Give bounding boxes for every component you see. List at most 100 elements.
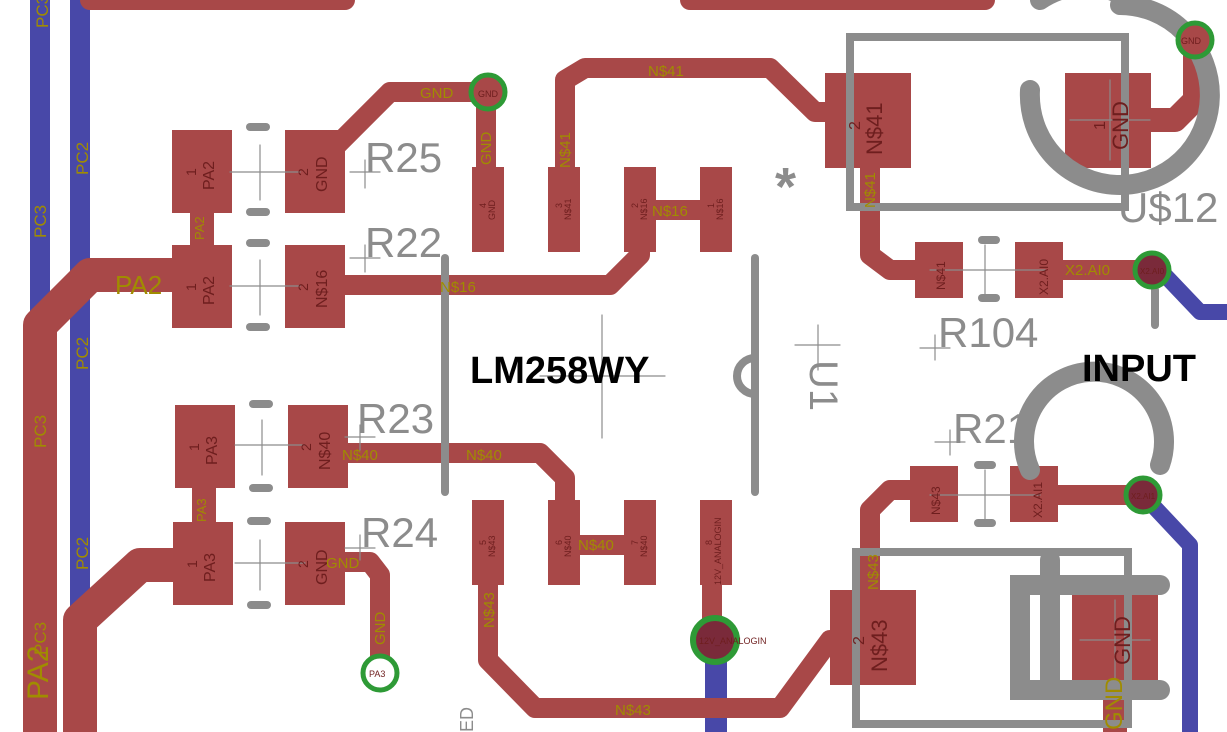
svg-text:N$41: N$41: [563, 198, 573, 220]
pad-u1-4[interactable]: [472, 167, 504, 252]
svg-text:2: 2: [295, 560, 311, 568]
svg-text:N$40: N$40: [317, 432, 334, 470]
pad-u1-8[interactable]: [700, 500, 732, 585]
net-label-n40-c: N$40: [578, 537, 614, 554]
net-label-gnd-b: GND: [478, 132, 495, 166]
pad-connector-bottom-2[interactable]: [830, 590, 916, 685]
pad-r23-1[interactable]: [175, 405, 235, 488]
net-label-n41-a: N$41: [648, 63, 684, 80]
net-label-pc3-top: PC3: [33, 0, 52, 28]
via-x2ai0[interactable]: [1132, 250, 1172, 290]
pad-connector-top-2[interactable]: [825, 73, 911, 168]
pad-r24-1[interactable]: [173, 522, 233, 605]
ref-r104: R104: [938, 309, 1038, 356]
pin1-marker: *: [775, 157, 796, 217]
svg-text:7: 7: [630, 540, 640, 545]
svg-text:8: 8: [704, 540, 714, 545]
svg-text:N$43: N$43: [867, 619, 892, 672]
svg-text:GND: GND: [314, 156, 331, 192]
trace-pa3: [63, 548, 207, 732]
net-label-pa2: PA2: [115, 270, 162, 300]
ref-r24: R24: [361, 509, 438, 556]
pad-u1-7[interactable]: [624, 500, 656, 585]
chip-label: LM258WY: [470, 350, 649, 392]
via-analog[interactable]: [690, 615, 740, 665]
connector-ghost-arc-bottom: [1014, 361, 1174, 480]
svg-text:X2.AI0: X2.AI0: [1037, 259, 1051, 295]
net-label-n16-a: N$16: [440, 279, 476, 296]
pad-u1-2[interactable]: [624, 167, 656, 252]
net-label-pc2-b: PC2: [73, 337, 92, 370]
connector-ref: U$12: [1118, 184, 1218, 231]
ref-r21: R21: [953, 405, 1030, 452]
svg-text:2: 2: [298, 443, 314, 451]
net-label-n40-a: N$40: [342, 447, 378, 464]
via-label-gnd: GND: [478, 89, 499, 99]
connector-ghost-glyph: [1010, 575, 1170, 700]
svg-text:3: 3: [554, 203, 564, 208]
svg-text:PA2: PA2: [201, 276, 218, 305]
trace-pa2: [23, 258, 207, 732]
pad-u1-1[interactable]: [700, 167, 732, 252]
via-label-x2ai1: X2.AI1: [1131, 492, 1156, 501]
svg-text:N$16: N$16: [639, 198, 649, 220]
pad-u1-6[interactable]: [548, 500, 580, 585]
pad-u1-5[interactable]: [472, 500, 504, 585]
pad-r22-1[interactable]: [172, 245, 232, 328]
svg-text:5: 5: [478, 540, 488, 545]
net-label-x2ai0: X2.AI0: [1065, 262, 1110, 279]
svg-text:PA3: PA3: [202, 553, 219, 582]
svg-text:N$40: N$40: [639, 535, 649, 557]
net-label-pc2-c: PC2: [73, 537, 92, 570]
svg-text:N$41: N$41: [862, 102, 887, 155]
svg-text:GND: GND: [487, 200, 497, 221]
svg-text:N$43: N$43: [929, 486, 943, 515]
svg-text:1: 1: [183, 283, 199, 291]
net-label-n41-c: N$41: [862, 172, 879, 208]
svg-text:N$41: N$41: [934, 261, 948, 290]
svg-text:N$16: N$16: [314, 270, 331, 308]
svg-text:1: 1: [183, 168, 199, 176]
net-label-pc3-b: PC3: [31, 415, 50, 448]
via-pa3[interactable]: [360, 653, 400, 693]
net-label-pc3-a: PC3: [31, 205, 50, 238]
pad-r21-1[interactable]: [910, 466, 958, 522]
svg-text:GND: GND: [314, 549, 331, 585]
via-x2ai1[interactable]: [1123, 475, 1163, 515]
via-gnd-connector[interactable]: [1175, 20, 1215, 60]
via-label-x2ai0: X2.AI0: [1140, 267, 1165, 276]
svg-text:PA2: PA2: [201, 161, 218, 190]
net-label-n43-a: N$43: [615, 702, 651, 719]
net-label-pa2-bridge: PA2: [192, 216, 207, 240]
bottom-trace-x2ai1: [1137, 489, 1198, 732]
svg-text:1: 1: [186, 443, 202, 451]
net-label-pc2-a: PC2: [73, 142, 92, 175]
pad-r25-1[interactable]: [172, 130, 232, 213]
pad-r23-2[interactable]: [288, 405, 348, 488]
bottom-trace-x2ai0: [1154, 264, 1227, 320]
net-label-n43-b: N$43: [481, 592, 498, 628]
trace-gnd-connector: [1128, 28, 1207, 132]
net-label-gnd-d: GND: [372, 612, 389, 646]
svg-text:N$16: N$16: [715, 198, 725, 220]
svg-text:1: 1: [184, 560, 200, 568]
pad-u1-3[interactable]: [548, 167, 580, 252]
svg-text:GND: GND: [1108, 101, 1133, 150]
ref-r23: R23: [357, 395, 434, 442]
svg-text:2: 2: [295, 168, 311, 176]
pads: [172, 73, 1158, 685]
via-gnd[interactable]: [468, 72, 508, 112]
via-label-gnd-connector: GND: [1181, 36, 1202, 46]
via-label-pa3: PA3: [369, 669, 385, 679]
net-label-n43-c: N$43: [865, 554, 882, 590]
net-label-gnd-a: GND: [420, 85, 454, 102]
svg-text:GND: GND: [1110, 616, 1135, 665]
pad-labels: 1 PA2 2 GND 1 PA2 2 N$16 1 PA3 2 N$40 1 …: [183, 101, 1135, 672]
net-label-gnd-connector: GND: [1101, 677, 1128, 730]
connector-top-outline: [846, 33, 1129, 211]
ref-r22: R22: [365, 219, 442, 266]
svg-text:12V_ANALOGIN: 12V_ANALOGIN: [713, 517, 723, 585]
chip-ref: U1: [801, 360, 845, 411]
svg-text:PA3: PA3: [204, 436, 221, 465]
